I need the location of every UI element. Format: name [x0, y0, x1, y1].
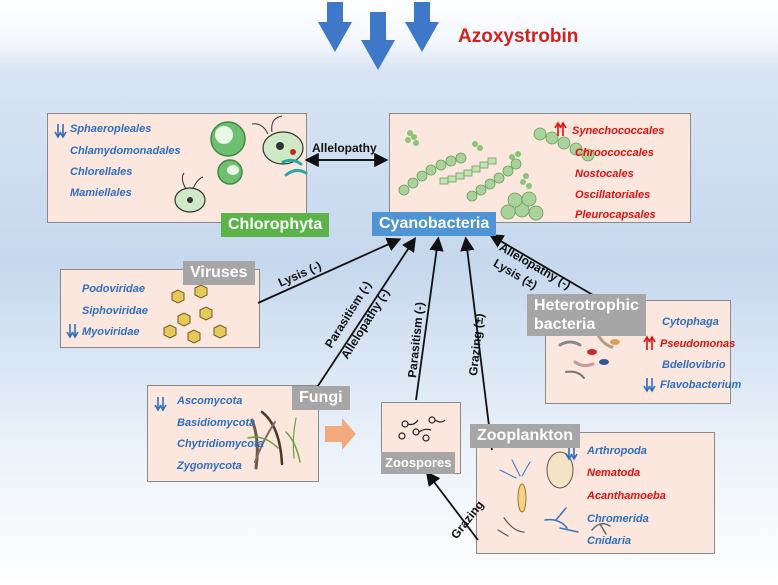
bacteria-arrow: [488, 234, 599, 299]
taxon-item: Siphoviridae: [82, 305, 149, 317]
header-band: [0, 0, 778, 70]
chlorophyta-illustration: [174, 115, 308, 213]
decrease-marker: [154, 397, 167, 412]
taxon-item: Pleurocapsales: [575, 209, 656, 221]
taxon-item: Nematoda: [587, 467, 641, 479]
taxon-item: Chlorellales: [70, 166, 133, 178]
taxon-item: Chroococcales: [575, 147, 654, 159]
heterotrophic-label-line2: bacteria: [534, 316, 596, 333]
taxon-item: Chromerida: [587, 513, 649, 525]
taxon-item: Mamiellales: [70, 187, 132, 199]
taxon-item: Chlamydomonadales: [70, 145, 181, 157]
taxon-item: Cytophaga: [662, 316, 719, 328]
taxon-item: Pseudomonas: [660, 338, 736, 350]
taxon-item: Cnidaria: [587, 535, 632, 547]
taxon-item: Myoviridae: [82, 326, 140, 338]
chlorophyta-label: Chlorophyta: [221, 213, 330, 237]
decrease-marker: [643, 378, 656, 393]
fungi-arrow: [309, 236, 416, 399]
zooplankton-box: [476, 432, 715, 554]
edge-label-allelopathy: Allelopathy: [312, 141, 377, 155]
viruses-label: Viruses: [183, 261, 255, 285]
viruses-illustration: [163, 284, 227, 344]
grazing-zooplankton-arrow: [460, 236, 493, 451]
increase-marker: [554, 121, 567, 136]
down-arrow: [405, 2, 439, 52]
cyanobacteria-illustration: [398, 127, 595, 221]
taxon-item: Flavobacterium: [660, 379, 742, 391]
grazing-zoospores-arrow: [425, 471, 479, 541]
cyanobacteria-label: Cyanobacteria: [372, 212, 497, 236]
zoospores-label: Zoospores: [381, 452, 456, 474]
fungi-box: [147, 385, 319, 482]
fungi-to-zoospores-arrow: [325, 418, 356, 450]
lysis-viruses-arrow: [257, 237, 402, 304]
taxon-item: Chytridiomycota: [177, 438, 264, 450]
decrease-marker: [54, 124, 67, 139]
increase-marker: [643, 335, 656, 350]
taxon-item: Bdellovibrio: [662, 359, 726, 371]
taxon-item: Acanthamoeba: [587, 490, 666, 502]
taxon-item: Arthropoda: [587, 445, 647, 457]
fungi-label: Fungi: [292, 386, 350, 410]
decrease-marker: [66, 324, 79, 339]
taxon-item: Sphaeropleales: [70, 123, 152, 135]
diagram-title: Azoxystrobin: [458, 26, 579, 47]
taxon-item: Ascomycota: [177, 395, 243, 407]
parasitism-zoospores-arrow: [415, 236, 444, 401]
taxon-item: Nostocales: [575, 168, 634, 180]
fungi-illustration: [247, 410, 301, 470]
heterotrophic-label: Heterotrophic bacteria: [527, 294, 646, 336]
heterotrophic-label-line1: Heterotrophic: [534, 297, 639, 314]
down-arrow: [318, 2, 352, 52]
taxon-item: Podoviridae: [82, 283, 145, 295]
zoospores-illustration: [398, 416, 446, 442]
taxon-item: Zygomycota: [177, 460, 242, 472]
taxon-item: Synechococcales: [572, 125, 665, 137]
taxon-item: Basidiomycota: [177, 417, 256, 429]
taxon-item: Oscillatoriales: [575, 189, 651, 201]
decrease-marker: [565, 446, 578, 461]
bacteria-illustration: [558, 333, 620, 379]
zooplankton-illustration: [497, 451, 611, 537]
zooplankton-label: Zooplankton: [470, 424, 580, 448]
down-arrow: [361, 12, 395, 70]
